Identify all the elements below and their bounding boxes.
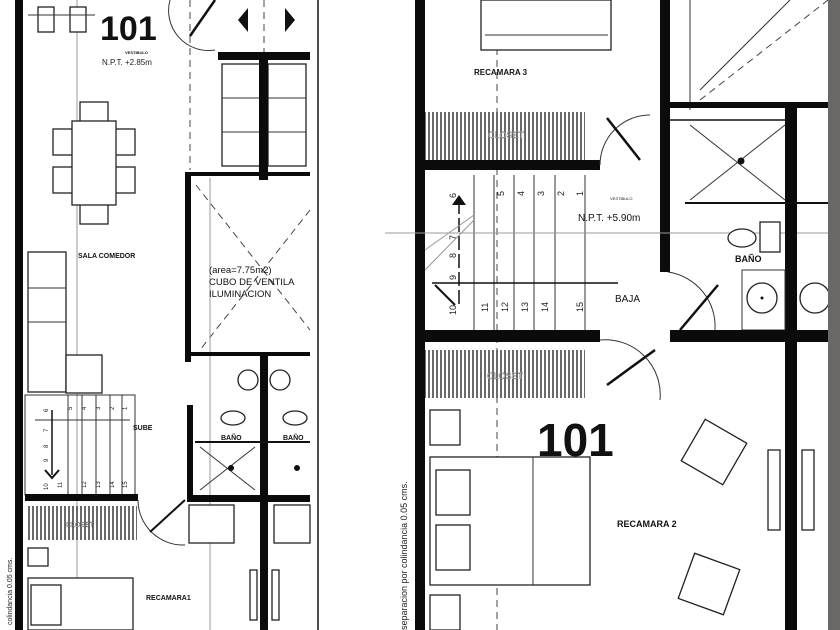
- level-marker: N.P.T. +2.85m: [102, 58, 152, 67]
- closet-label: CLOSET: [487, 371, 524, 381]
- room-label-recamara-2: RECAMARA 2: [617, 519, 677, 529]
- closet-label: CLOSET: [488, 130, 525, 140]
- stair-step-number: 8: [44, 444, 50, 448]
- stair-step-number: 4: [516, 191, 526, 196]
- bath-label: BAÑO: [735, 254, 762, 264]
- closet: [27, 506, 137, 540]
- separation-note: separacion por colindancia 0.05 cms.: [399, 481, 409, 630]
- room-label-sala-comedor: SALA COMEDOR: [78, 253, 135, 260]
- stair-step-number: 12: [500, 302, 510, 312]
- sofa: [27, 251, 103, 394]
- bath-label: BAÑO: [283, 433, 304, 442]
- stair-step-number: 1: [123, 406, 129, 410]
- stair-step-number: 13: [520, 302, 530, 312]
- bath-label: BAÑO: [221, 433, 242, 442]
- stairs-down: BAJA: [424, 175, 640, 330]
- stairs-label: SUBE: [133, 425, 153, 432]
- stair-step-number: 8: [448, 253, 458, 258]
- stair-step-number: 4: [82, 406, 88, 410]
- stair-step-number: 6: [44, 408, 50, 412]
- stairs-up: SUBE: [24, 394, 153, 496]
- level-caption: VESTIBULO: [125, 50, 148, 55]
- stair-step-number: 15: [575, 302, 585, 312]
- unit-number: 101: [100, 10, 157, 48]
- stair-step-number: 11: [58, 481, 64, 488]
- stairs-label: BAJA: [615, 294, 640, 305]
- left-plan: 101 VESTIBULO N.P.T. +2.85m SALA COMEDOR: [7, 0, 319, 630]
- level-caption: VESTIBULO: [610, 196, 632, 201]
- stair-step-number: 3: [96, 406, 102, 410]
- closet-label: CLOSET: [66, 522, 95, 529]
- stair-step-number: 11: [480, 303, 490, 312]
- exterior-wall: [15, 0, 23, 630]
- room-label-recamara-3: RECAMARA 3: [474, 68, 528, 77]
- stair-step-number: 3: [536, 191, 546, 196]
- right-border: [828, 0, 840, 630]
- stair-step-number: 5: [68, 406, 74, 410]
- boundary-note: colindancia 0.05 cms.: [7, 558, 14, 625]
- stair-step-number: 2: [110, 406, 116, 410]
- level-marker: N.P.T. +5.90m: [578, 213, 640, 224]
- stair-step-number: 2: [556, 191, 566, 196]
- stair-step-number: 10: [44, 483, 50, 490]
- stair-step-number: 13: [96, 481, 102, 488]
- right-plan: RECAMARA 3 CLOSET BAJA VESTIBULO N.P.T. …: [385, 0, 840, 630]
- stair-step-number: 12: [82, 481, 88, 488]
- stair-step-number: 1: [575, 191, 585, 196]
- stair-step-number: 6: [448, 193, 458, 198]
- dining-table: [52, 101, 136, 225]
- shaft-label: CUBO DE VENTILA: [209, 277, 295, 288]
- shaft-label: ILUMINACION: [209, 289, 271, 300]
- stair-step-number: 10: [448, 305, 458, 315]
- stair-step-number: 14: [540, 302, 550, 312]
- closet: [425, 112, 585, 160]
- stair-step-number: 7: [44, 428, 50, 432]
- bed: [429, 409, 591, 630]
- shaft-area: (area=7.75m2): [209, 265, 272, 276]
- stair-step-number: 15: [123, 481, 129, 488]
- closet: [425, 350, 585, 398]
- stair-step-number: 9: [44, 458, 50, 462]
- exterior-wall: [415, 0, 425, 630]
- stair-step-number: 7: [448, 235, 458, 240]
- stair-step-number: 9: [448, 275, 458, 280]
- stair-step-number: 14: [110, 481, 116, 488]
- stair-step-number: 5: [496, 191, 506, 196]
- room-label-recamara1: RECAMARA1: [146, 595, 191, 602]
